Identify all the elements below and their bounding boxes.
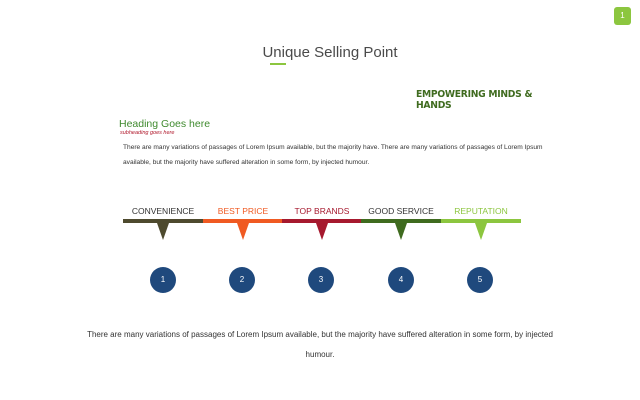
timeline-item-top-brands: TOP BRANDS	[282, 205, 362, 250]
timeline-bar	[361, 219, 441, 223]
timeline-pointer	[316, 223, 328, 240]
timeline-item-good-service: GOOD SERVICE	[361, 205, 441, 250]
timeline-item-reputation: REPUTATION	[441, 205, 521, 250]
timeline-label: BEST PRICE	[217, 206, 269, 216]
page-number-badge: 1	[614, 7, 631, 25]
usp-timeline: CONVENIENCE BEST PRICE TOP BRANDS GOOD S…	[123, 205, 521, 250]
tagline: EMPOWERING MINDS & HANDS	[416, 89, 533, 111]
step-circle-1: 1	[150, 267, 176, 293]
timeline-bar	[203, 219, 283, 223]
timeline-pointer	[157, 223, 169, 240]
timeline-label: CONVENIENCE	[131, 206, 195, 216]
timeline-bar	[282, 219, 362, 223]
timeline-pointer	[475, 223, 487, 240]
timeline-bar	[441, 219, 521, 223]
timeline-item-best-price: BEST PRICE	[203, 205, 283, 250]
timeline-label: REPUTATION	[454, 206, 508, 216]
title-underline	[270, 63, 286, 65]
timeline-bar	[123, 219, 203, 223]
step-circle-4: 4	[388, 267, 414, 293]
step-circle-2: 2	[229, 267, 255, 293]
section-heading: Heading Goes here	[119, 118, 211, 130]
timeline-label: GOOD SERVICE	[368, 206, 434, 216]
body-paragraph: There are many variations of passages of…	[123, 144, 543, 166]
slide-title: Unique Selling Point	[262, 44, 398, 61]
step-circle-3: 3	[308, 267, 334, 293]
timeline-pointer	[395, 223, 407, 240]
timeline-item-convenience: CONVENIENCE	[123, 205, 203, 250]
section-subheading: subheading goes here	[120, 130, 175, 136]
timeline-label: TOP BRANDS	[294, 206, 350, 216]
timeline-pointer	[237, 223, 249, 240]
footer-paragraph: There are many variations of passages of…	[87, 330, 553, 359]
step-circle-5: 5	[467, 267, 493, 293]
